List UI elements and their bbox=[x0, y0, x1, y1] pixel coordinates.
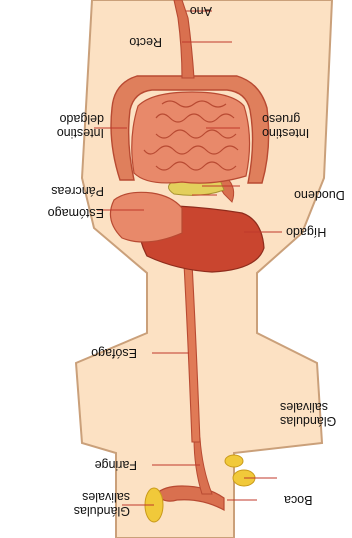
label-large-intestine: Intestino grueso bbox=[262, 112, 342, 140]
label-esophagus: Esófago bbox=[91, 346, 137, 360]
label-pharynx: Faringe bbox=[95, 458, 137, 472]
label-stomach: Estómago bbox=[48, 206, 104, 220]
label-duodenum: Duodeno bbox=[294, 188, 352, 202]
label-mouth: Boca bbox=[284, 493, 342, 507]
label-salivary-glands-right: Glándulas salivales bbox=[280, 400, 352, 428]
label-liver: Hígado bbox=[286, 225, 342, 239]
label-anus: Ano bbox=[190, 4, 212, 18]
label-rectum: Recto bbox=[129, 35, 162, 49]
label-pancreas: Páncreas bbox=[51, 184, 104, 198]
label-salivary-glands-left: Glándulas salivales bbox=[74, 490, 130, 518]
label-small-intestine: Intestino delgado bbox=[57, 112, 104, 140]
